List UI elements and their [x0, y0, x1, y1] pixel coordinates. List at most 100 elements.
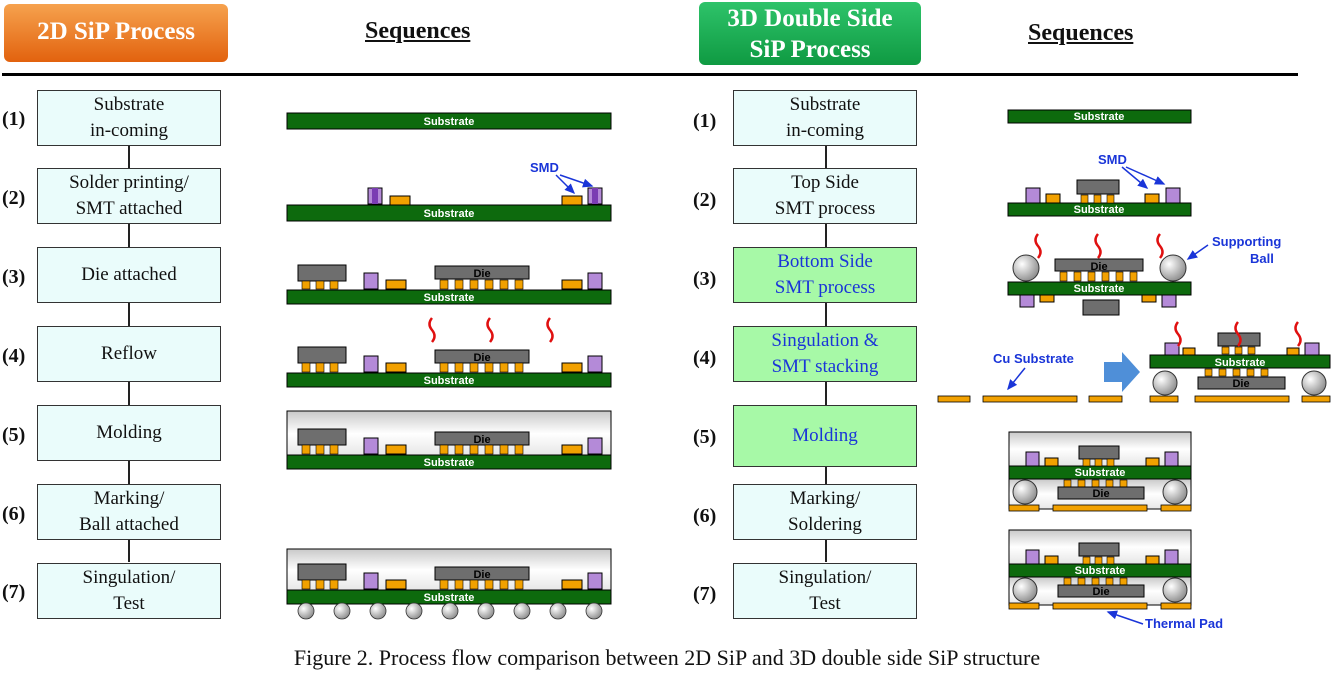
die-label: Die — [1232, 378, 1249, 390]
header-rule — [2, 73, 1298, 76]
right-step-number: (3) — [693, 268, 717, 290]
step-line: Die attached — [81, 264, 177, 285]
left-diagram-2: Substrate SMD — [286, 160, 612, 222]
left-diagram-3: Substrate Die — [286, 264, 612, 305]
step-line: Molding — [96, 422, 162, 443]
right-step-number: (6) — [693, 505, 717, 527]
step-line: SMT process — [774, 198, 876, 219]
left-step-box: Substrate in-coming — [37, 90, 221, 146]
left-step-box: Molding — [37, 405, 221, 461]
right-step-box: Singulation & SMT stacking — [733, 326, 917, 382]
step-line: Top Side — [791, 172, 859, 193]
header-3d-badge-line2: SiP Process — [749, 36, 871, 63]
heat-wave-icon — [1094, 233, 1102, 259]
left-step-box: Reflow — [37, 326, 221, 382]
heat-wave-icon — [1174, 321, 1182, 347]
right-diagram-5: Substrate Die — [1008, 431, 1192, 512]
left-step-number: (3) — [2, 266, 26, 288]
right-step-number: (1) — [693, 110, 717, 132]
right-diagram-2: Substrate SMD — [1007, 152, 1192, 217]
step-line: SMT attached — [75, 198, 183, 219]
substrate-label: Substrate — [424, 592, 475, 604]
header-3d-sequences: Sequences — [1028, 20, 1134, 46]
step-line: Soldering — [788, 514, 862, 535]
substrate-label: Substrate — [424, 208, 475, 220]
substrate-label: Substrate — [1075, 565, 1126, 577]
step-line: Singulation & — [771, 330, 879, 351]
substrate-label: Substrate — [424, 292, 475, 304]
right-diagram-3: Substrate Die Supporting Ball — [1007, 233, 1281, 316]
left-diagram-4: Substrate Die — [286, 317, 612, 388]
left-diagram-1: Substrate — [286, 112, 612, 130]
substrate-label: Substrate — [1074, 111, 1125, 123]
substrate-label: Substrate — [424, 375, 475, 387]
step-line: SMT process — [774, 277, 876, 298]
step-line: SMT stacking — [771, 356, 879, 377]
die-label: Die — [1092, 488, 1109, 500]
heat-wave-icon — [1034, 233, 1042, 259]
left-step-number: (4) — [2, 345, 26, 367]
header-3d-sip-badge: 3D Double Side SiP Process — [699, 2, 921, 65]
die-label: Die — [473, 352, 490, 364]
substrate-label: Substrate — [1075, 467, 1126, 479]
substrate-label: Substrate — [1074, 204, 1125, 216]
right-step-box: Substrate in-coming — [733, 90, 917, 146]
header-3d-badge-line1: 3D Double Side — [727, 5, 893, 32]
left-step-number: (6) — [2, 503, 26, 525]
substrate-label: Substrate — [424, 116, 475, 128]
step-line: in-coming — [785, 120, 865, 141]
heat-wave-icon — [428, 317, 436, 343]
die-label: Die — [473, 569, 490, 581]
smd-label: SMD — [1098, 152, 1127, 167]
left-diagram-7: Substrate Die — [286, 548, 612, 620]
die-label: Die — [473, 268, 490, 280]
left-step-number: (2) — [2, 187, 26, 209]
left-step-box: Die attached — [37, 247, 221, 303]
figure-caption: Figure 2. Process flow comparison betwee… — [293, 645, 1041, 670]
step-line: Bottom Side — [777, 251, 873, 272]
step-line: Reflow — [101, 343, 157, 364]
step-line: Solder printing/ — [69, 172, 189, 193]
step-line: Singulation/ — [82, 567, 176, 588]
right-diagram-7: Substrate Die Thermal Pad — [1008, 529, 1223, 631]
die-label: Die — [1090, 261, 1107, 273]
header-2d-sip-badge: 2D SiP Process — [4, 4, 228, 62]
left-diagram-5: Substrate Die — [286, 410, 612, 470]
step-line: Substrate — [93, 94, 165, 115]
left-step-number: (1) — [2, 108, 26, 130]
left-step-number: (7) — [2, 581, 26, 603]
cu-substrate-label: Cu Substrate — [993, 351, 1074, 366]
step-line: Ball attached — [79, 514, 179, 535]
heat-wave-icon — [486, 317, 494, 343]
supporting-ball-label: Supporting — [1212, 234, 1281, 249]
step-line: Marking/ — [789, 488, 861, 509]
left-step-number: (5) — [2, 424, 26, 446]
smd-label: SMD — [530, 160, 559, 175]
die-label: Die — [1092, 586, 1109, 598]
step-line: in-coming — [89, 120, 169, 141]
heat-wave-icon — [1156, 233, 1164, 259]
substrate-label: Substrate — [424, 457, 475, 469]
step-line: Substrate — [789, 94, 861, 115]
left-step-box: Marking/Ball attached — [37, 484, 221, 540]
right-step-number: (2) — [693, 189, 717, 211]
heat-wave-icon — [1294, 321, 1302, 347]
thermal-pad-label: Thermal Pad — [1145, 616, 1223, 631]
substrate-label: Substrate — [1215, 357, 1266, 369]
heat-wave-icon — [546, 317, 554, 343]
left-step-box: Singulation/Test — [37, 563, 221, 619]
right-step-box: Molding — [733, 405, 917, 467]
header-2d-sequences: Sequences — [365, 18, 471, 44]
right-arrow-icon — [1104, 352, 1140, 392]
left-step-box: Solder printing/SMT attached — [37, 168, 221, 224]
substrate-label: Substrate — [1074, 283, 1125, 295]
supporting-ball-label: Ball — [1250, 251, 1274, 266]
step-line: Singulation/ — [778, 567, 872, 588]
right-diagram-4: Cu Substrate Substrate Die — [937, 321, 1331, 403]
right-step-number: (4) — [693, 347, 717, 369]
right-step-box: Marking/Soldering — [733, 484, 917, 540]
right-step-number: (5) — [693, 426, 717, 448]
heat-wave-icon — [1234, 321, 1242, 347]
